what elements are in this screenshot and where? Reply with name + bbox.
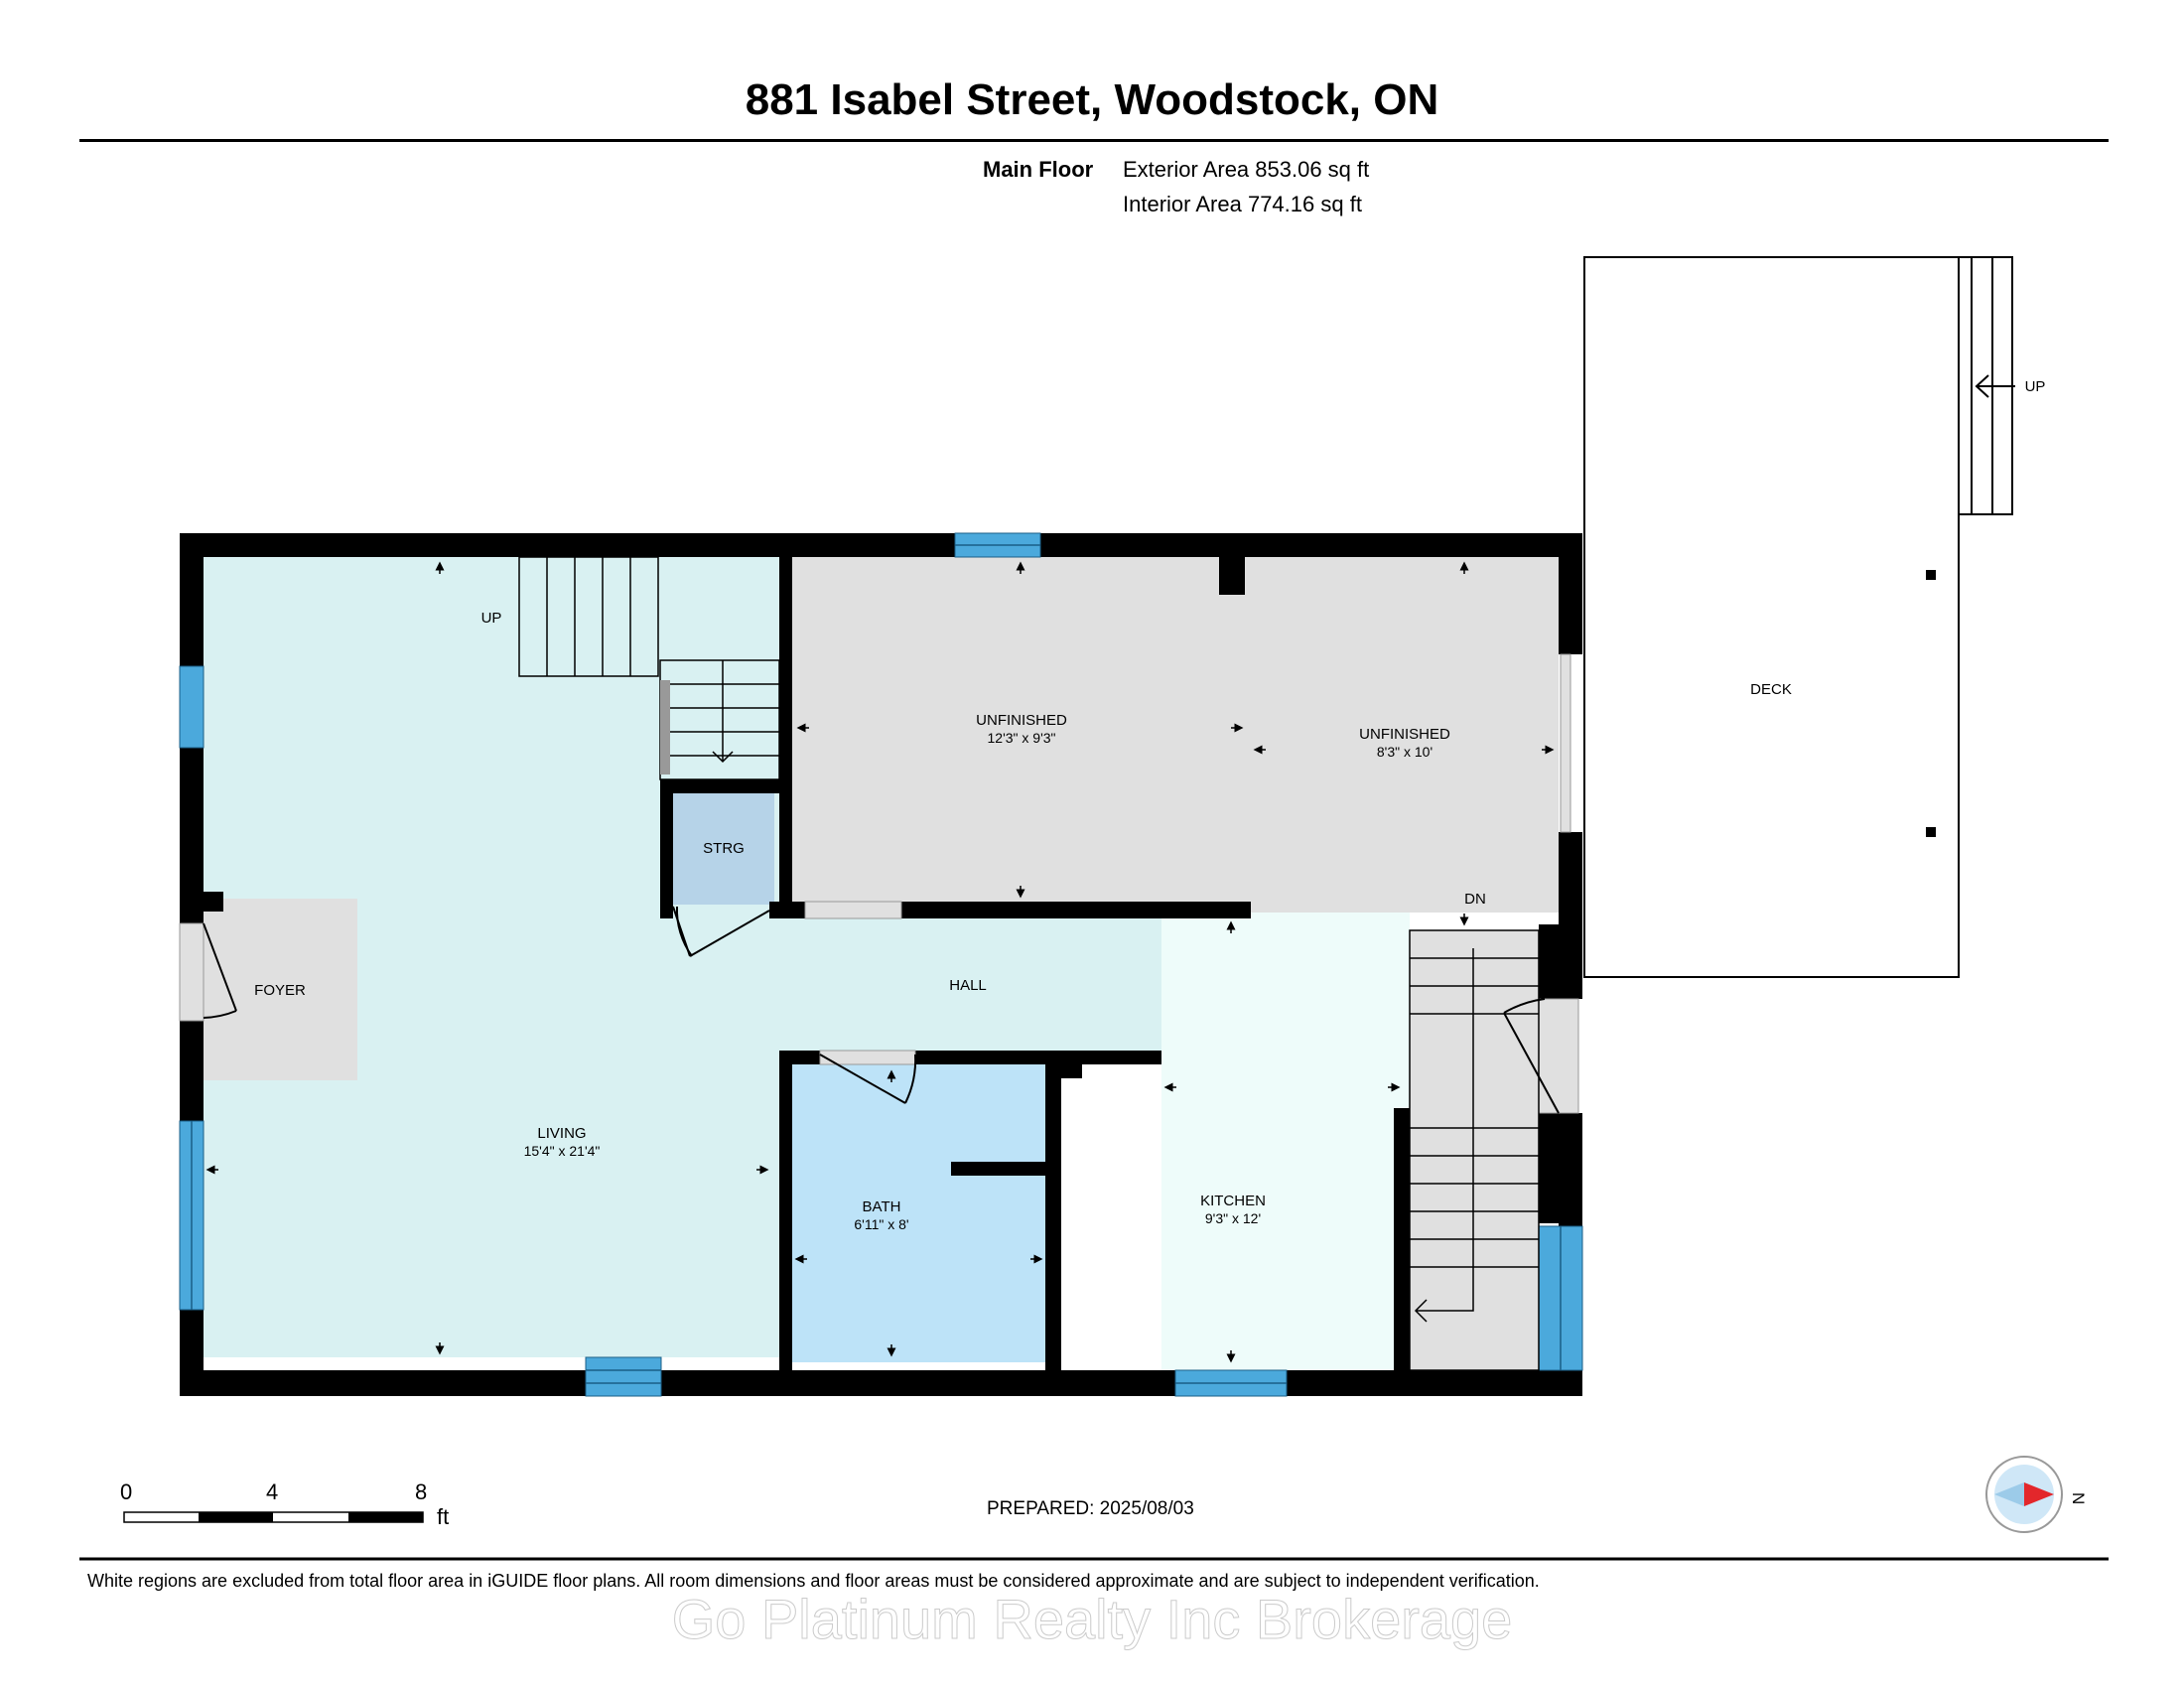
stairs-up-label: UP	[481, 610, 502, 627]
kitchen	[1161, 913, 1410, 1370]
interior-area: Interior Area 774.16 sq ft	[1123, 192, 1362, 216]
interior-walls	[204, 557, 1410, 1370]
scale-tick-0: 0	[120, 1479, 133, 1504]
header-rule	[79, 139, 2109, 142]
unfinished-room-1	[792, 557, 1251, 902]
deck-post	[1926, 570, 1936, 580]
exterior-area: Exterior Area 853.06 sq ft	[1123, 157, 1370, 182]
living-label: LIVING	[537, 1125, 586, 1142]
compass-north-label: N	[2069, 1492, 2088, 1504]
bath-dims: 6'11" x 8'	[854, 1216, 908, 1232]
side-door	[1503, 1012, 1560, 1114]
basement-staircase	[1409, 929, 1540, 1371]
kitchen-dims: 9'3" x 12'	[1205, 1210, 1261, 1226]
kitchen-label: KITCHEN	[1200, 1193, 1266, 1209]
scale-unit: ft	[437, 1504, 450, 1529]
unfinished-1-dims: 12'3" x 9'3"	[988, 730, 1056, 746]
stair-rail	[660, 680, 670, 774]
dimension-arrows	[205, 561, 1555, 1363]
bath-label: BATH	[863, 1198, 901, 1215]
bath-door	[819, 1054, 906, 1104]
foyer-label: FOYER	[254, 982, 306, 999]
hall-label: HALL	[949, 977, 987, 994]
footnote: White regions are excluded from total fl…	[87, 1571, 1540, 1591]
doors	[203, 906, 1560, 1114]
unfinished-2-label: UNFINISHED	[1359, 726, 1450, 743]
watermark: Go Platinum Realty Inc Brokerage	[671, 1588, 1513, 1651]
window	[585, 1356, 662, 1397]
storage-label: STRG	[703, 840, 745, 857]
scale-bar	[123, 1511, 424, 1523]
scale-tick-8: 8	[415, 1479, 428, 1504]
stairs-down-label: DN	[1464, 891, 1486, 908]
basement-stairs	[1410, 930, 1539, 1370]
scale-tick-4: 4	[266, 1479, 279, 1504]
deck	[1583, 256, 2015, 978]
floor-label: Main Floor	[983, 157, 1094, 182]
door-thresholds	[179, 653, 1579, 1114]
deck-post	[1926, 827, 1936, 837]
unfinished-room-2	[1251, 557, 1559, 913]
prepared-date: PREPARED: 2025/08/03	[987, 1498, 1194, 1519]
window	[179, 665, 205, 749]
unfinished-2-dims: 8'3" x 10'	[1377, 744, 1433, 760]
living-dims: 15'4" x 21'4"	[524, 1143, 601, 1159]
unfinished-1-label: UNFINISHED	[976, 712, 1067, 729]
arrow-left-icon	[1975, 374, 2015, 398]
compass-icon	[1985, 1456, 2063, 1533]
deck-stairs-up-label: UP	[2025, 378, 2046, 395]
bathroom	[792, 1064, 1045, 1362]
window-mullions	[191, 544, 1562, 1384]
front-door	[203, 922, 237, 1012]
deck-label: DECK	[1750, 681, 1792, 698]
storage-closet	[673, 793, 774, 905]
page-title: 881 Isabel Street, Woodstock, ON	[745, 75, 1439, 124]
hall	[779, 918, 1161, 1051]
